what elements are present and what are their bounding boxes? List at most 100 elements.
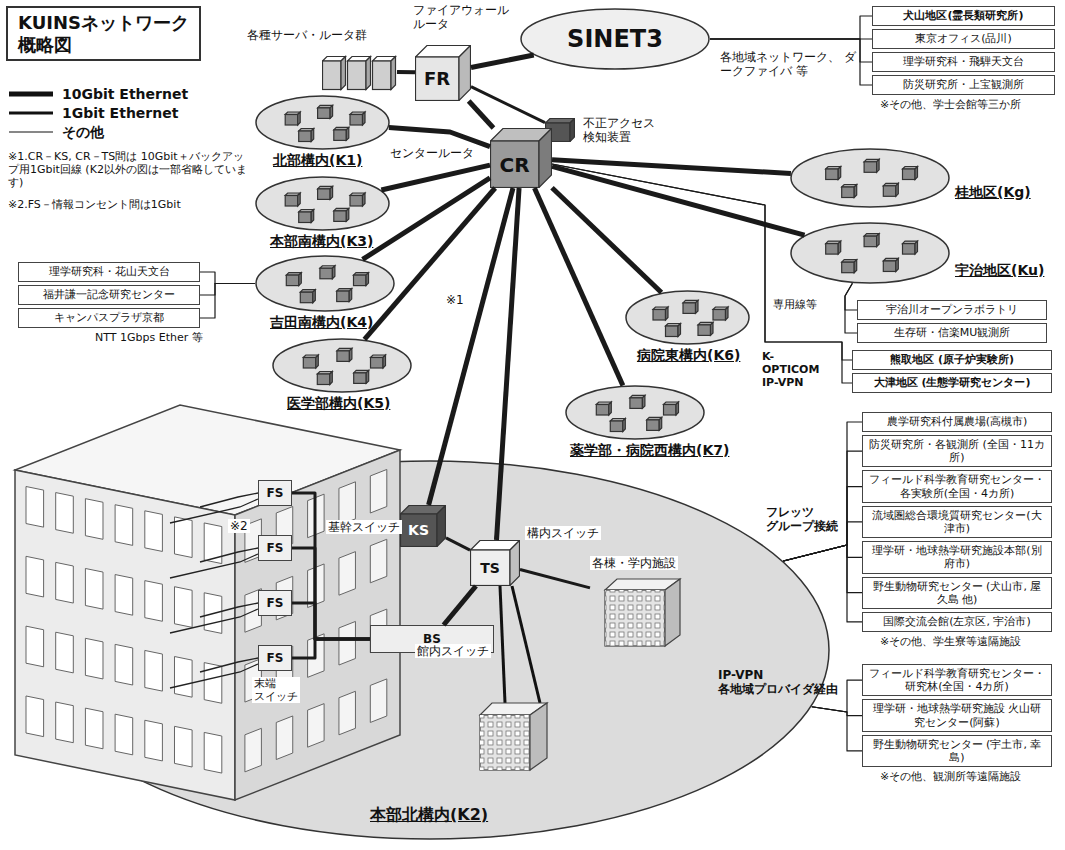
cube-front	[318, 189, 331, 200]
window	[85, 638, 103, 679]
cube-side	[570, 119, 575, 142]
mini-building	[864, 234, 879, 247]
connector	[783, 422, 862, 561]
cube-front	[354, 275, 367, 286]
cube-side	[642, 395, 645, 408]
campus-area: 病院東構内(K6)	[625, 290, 750, 345]
building-front	[15, 470, 235, 800]
note-label: IP-VPN 各地域プロバイダ経由	[718, 668, 838, 697]
mini-building	[300, 290, 315, 303]
window	[115, 575, 133, 616]
site-box: 流域圏総合環境質研究センター(大津市)	[862, 506, 1052, 538]
node-label: CR	[499, 153, 529, 177]
text-holder: 北部構内(K1)	[273, 152, 362, 169]
cube-shape	[491, 129, 552, 188]
cube-shape	[323, 57, 346, 90]
node-label: SINET3	[567, 25, 663, 54]
connector	[710, 39, 872, 85]
cube-shape	[318, 105, 333, 118]
cube-top	[903, 167, 918, 170]
cube-front	[323, 61, 342, 90]
window	[56, 632, 74, 673]
mini-building	[903, 167, 918, 180]
note-label: ※1.CR－KS, CR－TS間は 10Gbit＋バックアップ用1Gbit回線 …	[8, 150, 248, 190]
cube-front	[664, 405, 677, 416]
mini-building	[713, 307, 728, 320]
connector	[552, 160, 791, 174]
mini-building	[826, 167, 841, 180]
label-holder: 各地域ネットワーク、 ダークファイバ 等	[720, 50, 856, 79]
mini-building	[334, 208, 349, 221]
text-holder: 本部北構内(K2)	[370, 805, 488, 824]
node-label: フィールド科学教育研究センター・各実験所(全国・4カ所)	[868, 473, 1046, 499]
cube-front	[350, 115, 363, 126]
cube-front	[683, 303, 696, 314]
legend-text: その他	[62, 124, 104, 141]
site-box: 野生動物研究センター (犬山市, 屋久島 他)	[862, 577, 1052, 609]
cube-shape	[826, 167, 841, 180]
mini-building	[334, 127, 349, 140]
cube-shape	[285, 193, 300, 206]
switch-box: FS	[258, 480, 292, 506]
area-ellipse	[566, 386, 704, 439]
mini-building	[647, 417, 662, 430]
node-label: 野生動物研究センター (宇土市, 幸島)	[868, 738, 1046, 764]
cube-top	[285, 112, 300, 115]
node-label: FS	[267, 541, 284, 555]
cube-shape	[416, 46, 471, 101]
label-holder: ※2	[228, 519, 250, 533]
window	[245, 728, 262, 772]
label-holder: フレッツ グループ接続	[766, 505, 838, 534]
node-label: FS	[267, 486, 284, 500]
cube-shape	[299, 210, 314, 223]
cube-front	[826, 169, 839, 180]
node-label: 理学研究科・花山天文台	[49, 265, 170, 278]
window	[56, 493, 74, 534]
ts-building-lines	[500, 586, 540, 703]
legend-item: その他	[8, 124, 104, 141]
cube-side	[896, 258, 899, 271]
node-heading: 医学部構内(K5)	[287, 395, 390, 412]
site-box: 宇治川オープンラボラトリ	[857, 300, 1047, 320]
connector	[783, 545, 862, 593]
cube-front	[286, 275, 299, 286]
cube-front	[350, 196, 363, 207]
window	[115, 505, 133, 546]
connector	[845, 283, 857, 333]
cube-side	[726, 307, 729, 320]
connector	[496, 188, 519, 540]
mini-building	[371, 355, 386, 368]
node-heading: 不正アクセス 検知装置	[583, 116, 655, 145]
area-ellipse	[791, 223, 949, 283]
text-holder: 不正アクセス 検知装置	[583, 116, 655, 145]
campus-area: 薬学部・病院西構内(K7)	[565, 385, 705, 440]
mini-building	[630, 395, 645, 408]
legend-line	[9, 132, 53, 133]
window	[204, 732, 222, 773]
mini-building	[337, 289, 352, 302]
connector	[389, 127, 490, 146]
connector	[710, 38, 872, 39]
cube-top	[299, 210, 314, 213]
mini-building	[350, 112, 365, 125]
cube-side	[316, 355, 319, 368]
cube-shape	[471, 541, 520, 586]
cube-front	[416, 57, 460, 101]
note-label: ※その他、学士会館等三か所	[880, 98, 1021, 111]
cube-shape	[300, 290, 315, 303]
cube-top	[320, 266, 335, 269]
cube-top	[334, 208, 349, 211]
text-holder: 生存研・信楽MU観測所	[894, 326, 1011, 339]
cube-side	[854, 185, 857, 198]
cube-top	[334, 127, 349, 129]
cube-side	[366, 273, 369, 286]
cube-top	[350, 112, 365, 115]
cube-front	[371, 358, 384, 369]
node-label: 大津地区 (生態学研究センター)	[874, 376, 1031, 389]
connector	[363, 178, 490, 260]
node-label: 福井謙一記念研究センター	[43, 288, 175, 301]
building-roof	[15, 405, 400, 515]
site-box: フィールド科学教育研究センター・研究林(全国・4カ所)	[862, 664, 1052, 696]
cube-shape	[350, 193, 365, 206]
cube-side	[298, 112, 301, 125]
